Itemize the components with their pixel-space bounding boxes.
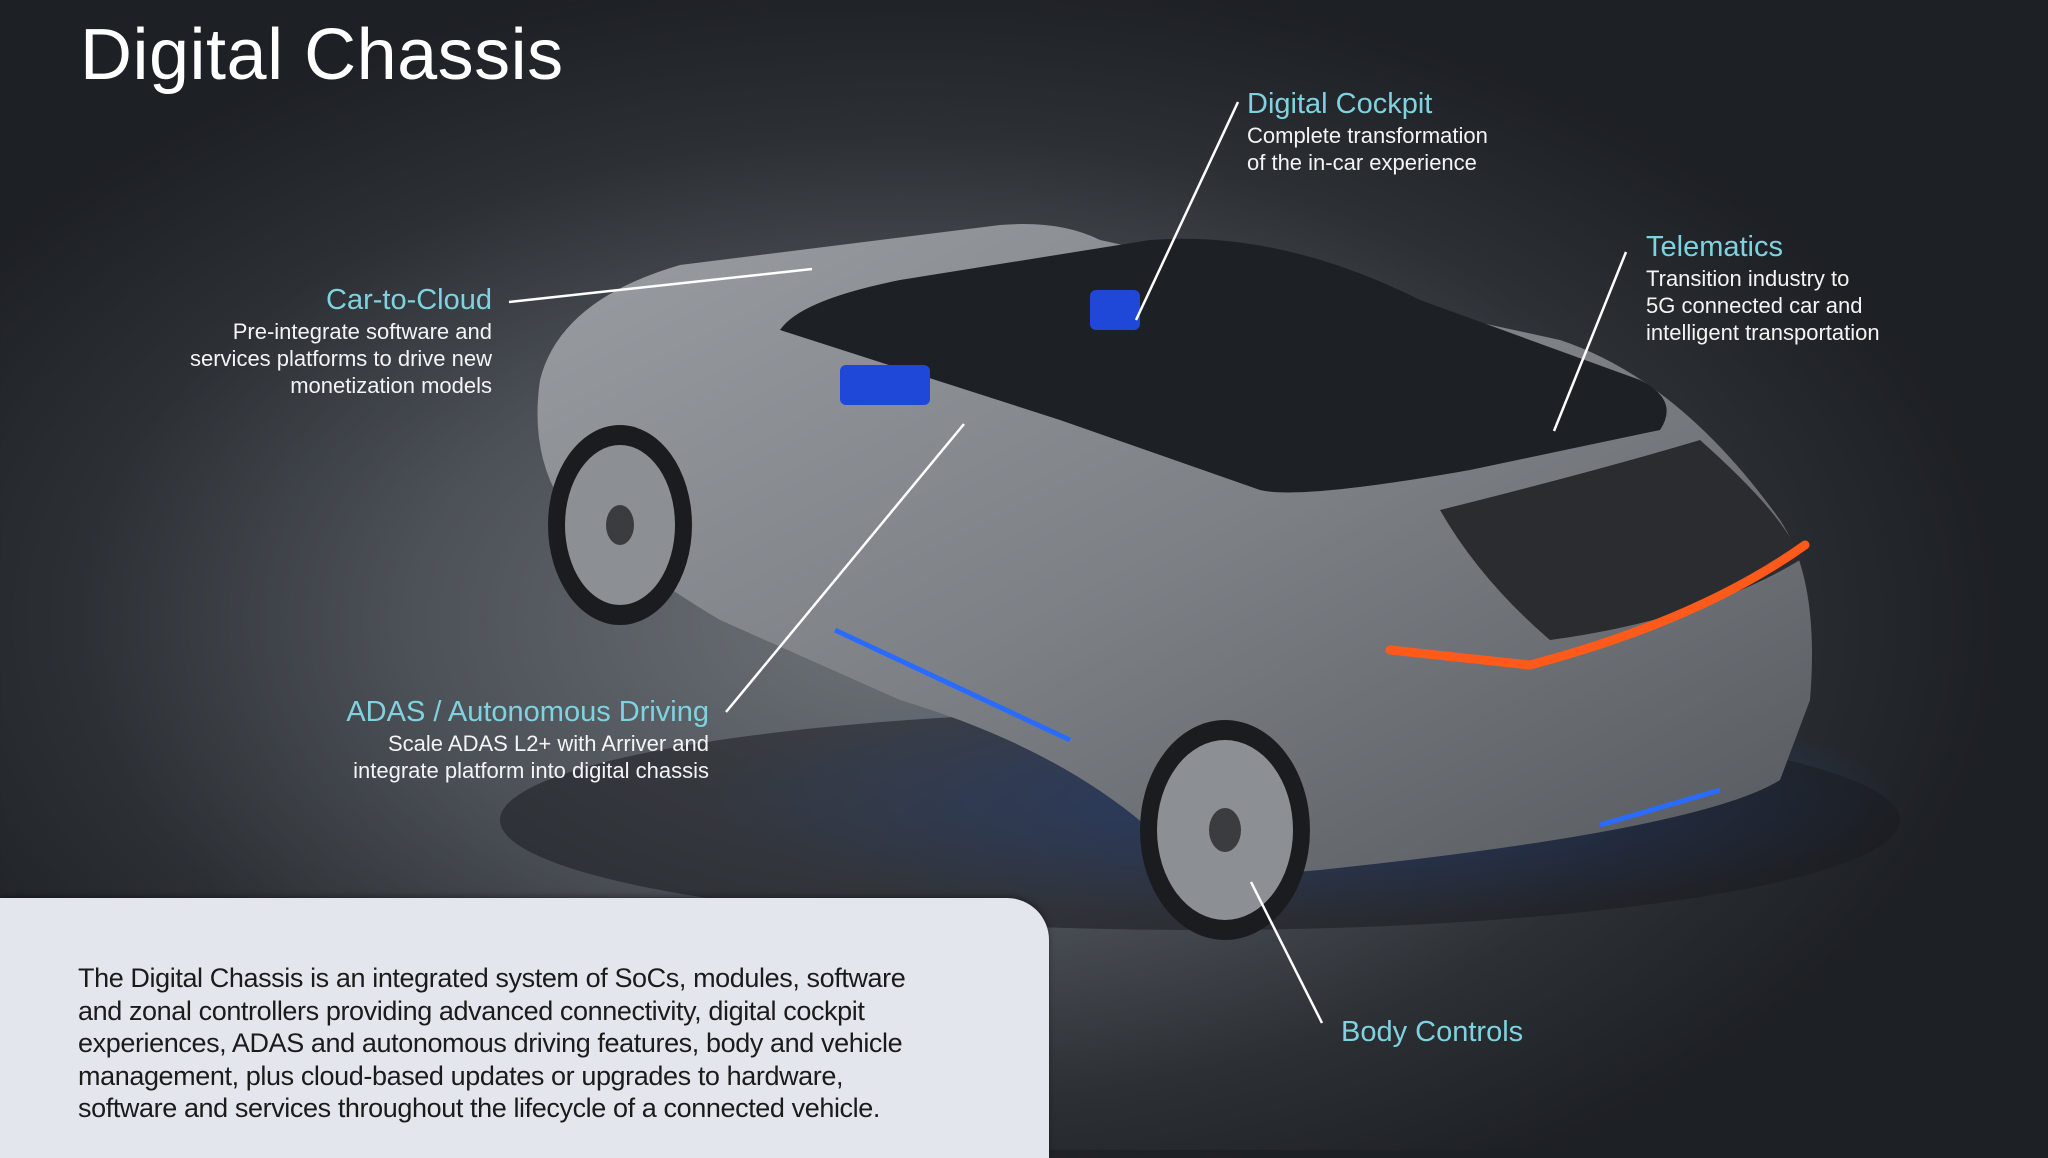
description-line: The Digital Chassis is an integrated sys… bbox=[78, 963, 906, 993]
callout-text: integrate platform into digital chassis bbox=[353, 758, 709, 783]
description-line: and zonal controllers providing advanced… bbox=[78, 995, 865, 1026]
rear-wheel bbox=[1140, 720, 1310, 940]
page-title: Digital Chassis bbox=[80, 15, 564, 95]
cockpit-screen bbox=[1090, 290, 1140, 330]
ambient-light-strip bbox=[833, 627, 1072, 743]
callout-text: monetization models bbox=[290, 373, 492, 398]
callout-text: Scale ADAS L2+ with Arriver and bbox=[388, 731, 709, 756]
callout-digital-cockpit: Digital Cockpit Complete transformation … bbox=[1247, 86, 1488, 176]
callout-text: Complete transformation bbox=[1247, 123, 1488, 148]
ambient-light-strip-rear bbox=[1599, 787, 1721, 828]
leader-line-body-controls bbox=[1249, 881, 1324, 1024]
callout-adas: ADAS / Autonomous Driving Scale ADAS L2+… bbox=[346, 694, 709, 784]
callout-text: services platforms to drive new bbox=[190, 346, 492, 371]
car-roof-glass bbox=[780, 238, 1667, 493]
car-rear-window bbox=[1440, 440, 1800, 640]
leader-line-telematics bbox=[1552, 251, 1628, 432]
callout-text: Pre-integrate software and bbox=[232, 319, 492, 344]
description-panel bbox=[0, 898, 1049, 1158]
callout-car-to-cloud: Car-to-Cloud Pre-integrate software and … bbox=[190, 282, 492, 399]
dashboard-screen bbox=[840, 365, 930, 405]
callout-heading: ADAS / Autonomous Driving bbox=[346, 696, 709, 728]
callout-telematics: Telematics Transition industry to 5G con… bbox=[1646, 229, 1880, 346]
callout-text: 5G connected car and bbox=[1646, 293, 1863, 318]
callout-text: of the in-car experience bbox=[1247, 150, 1477, 175]
callout-text: intelligent transportation bbox=[1646, 320, 1880, 345]
description-line: experiences, ADAS and autonomous driving… bbox=[78, 1028, 903, 1058]
description-text: The Digital Chassis is an integrated sys… bbox=[78, 962, 1038, 1125]
callout-heading: Car-to-Cloud bbox=[326, 284, 492, 316]
callout-text: Transition industry to bbox=[1646, 266, 1850, 291]
leader-lines bbox=[508, 101, 1628, 1024]
callout-body-controls: Body Controls bbox=[1341, 1014, 1523, 1050]
description-line: management, plus cloud-based updates or … bbox=[78, 1060, 844, 1091]
callout-heading: Digital Cockpit bbox=[1247, 88, 1433, 120]
front-wheel bbox=[548, 425, 692, 625]
description-line: software and services throughout the lif… bbox=[78, 1093, 880, 1123]
callout-heading: Telematics bbox=[1646, 231, 1783, 263]
leader-line-digital-cockpit bbox=[1134, 101, 1240, 321]
leader-line-car-to-cloud bbox=[508, 267, 813, 304]
leader-line-adas bbox=[725, 423, 965, 713]
tail-light bbox=[1385, 540, 1810, 670]
callout-heading: Body Controls bbox=[1341, 1016, 1524, 1048]
